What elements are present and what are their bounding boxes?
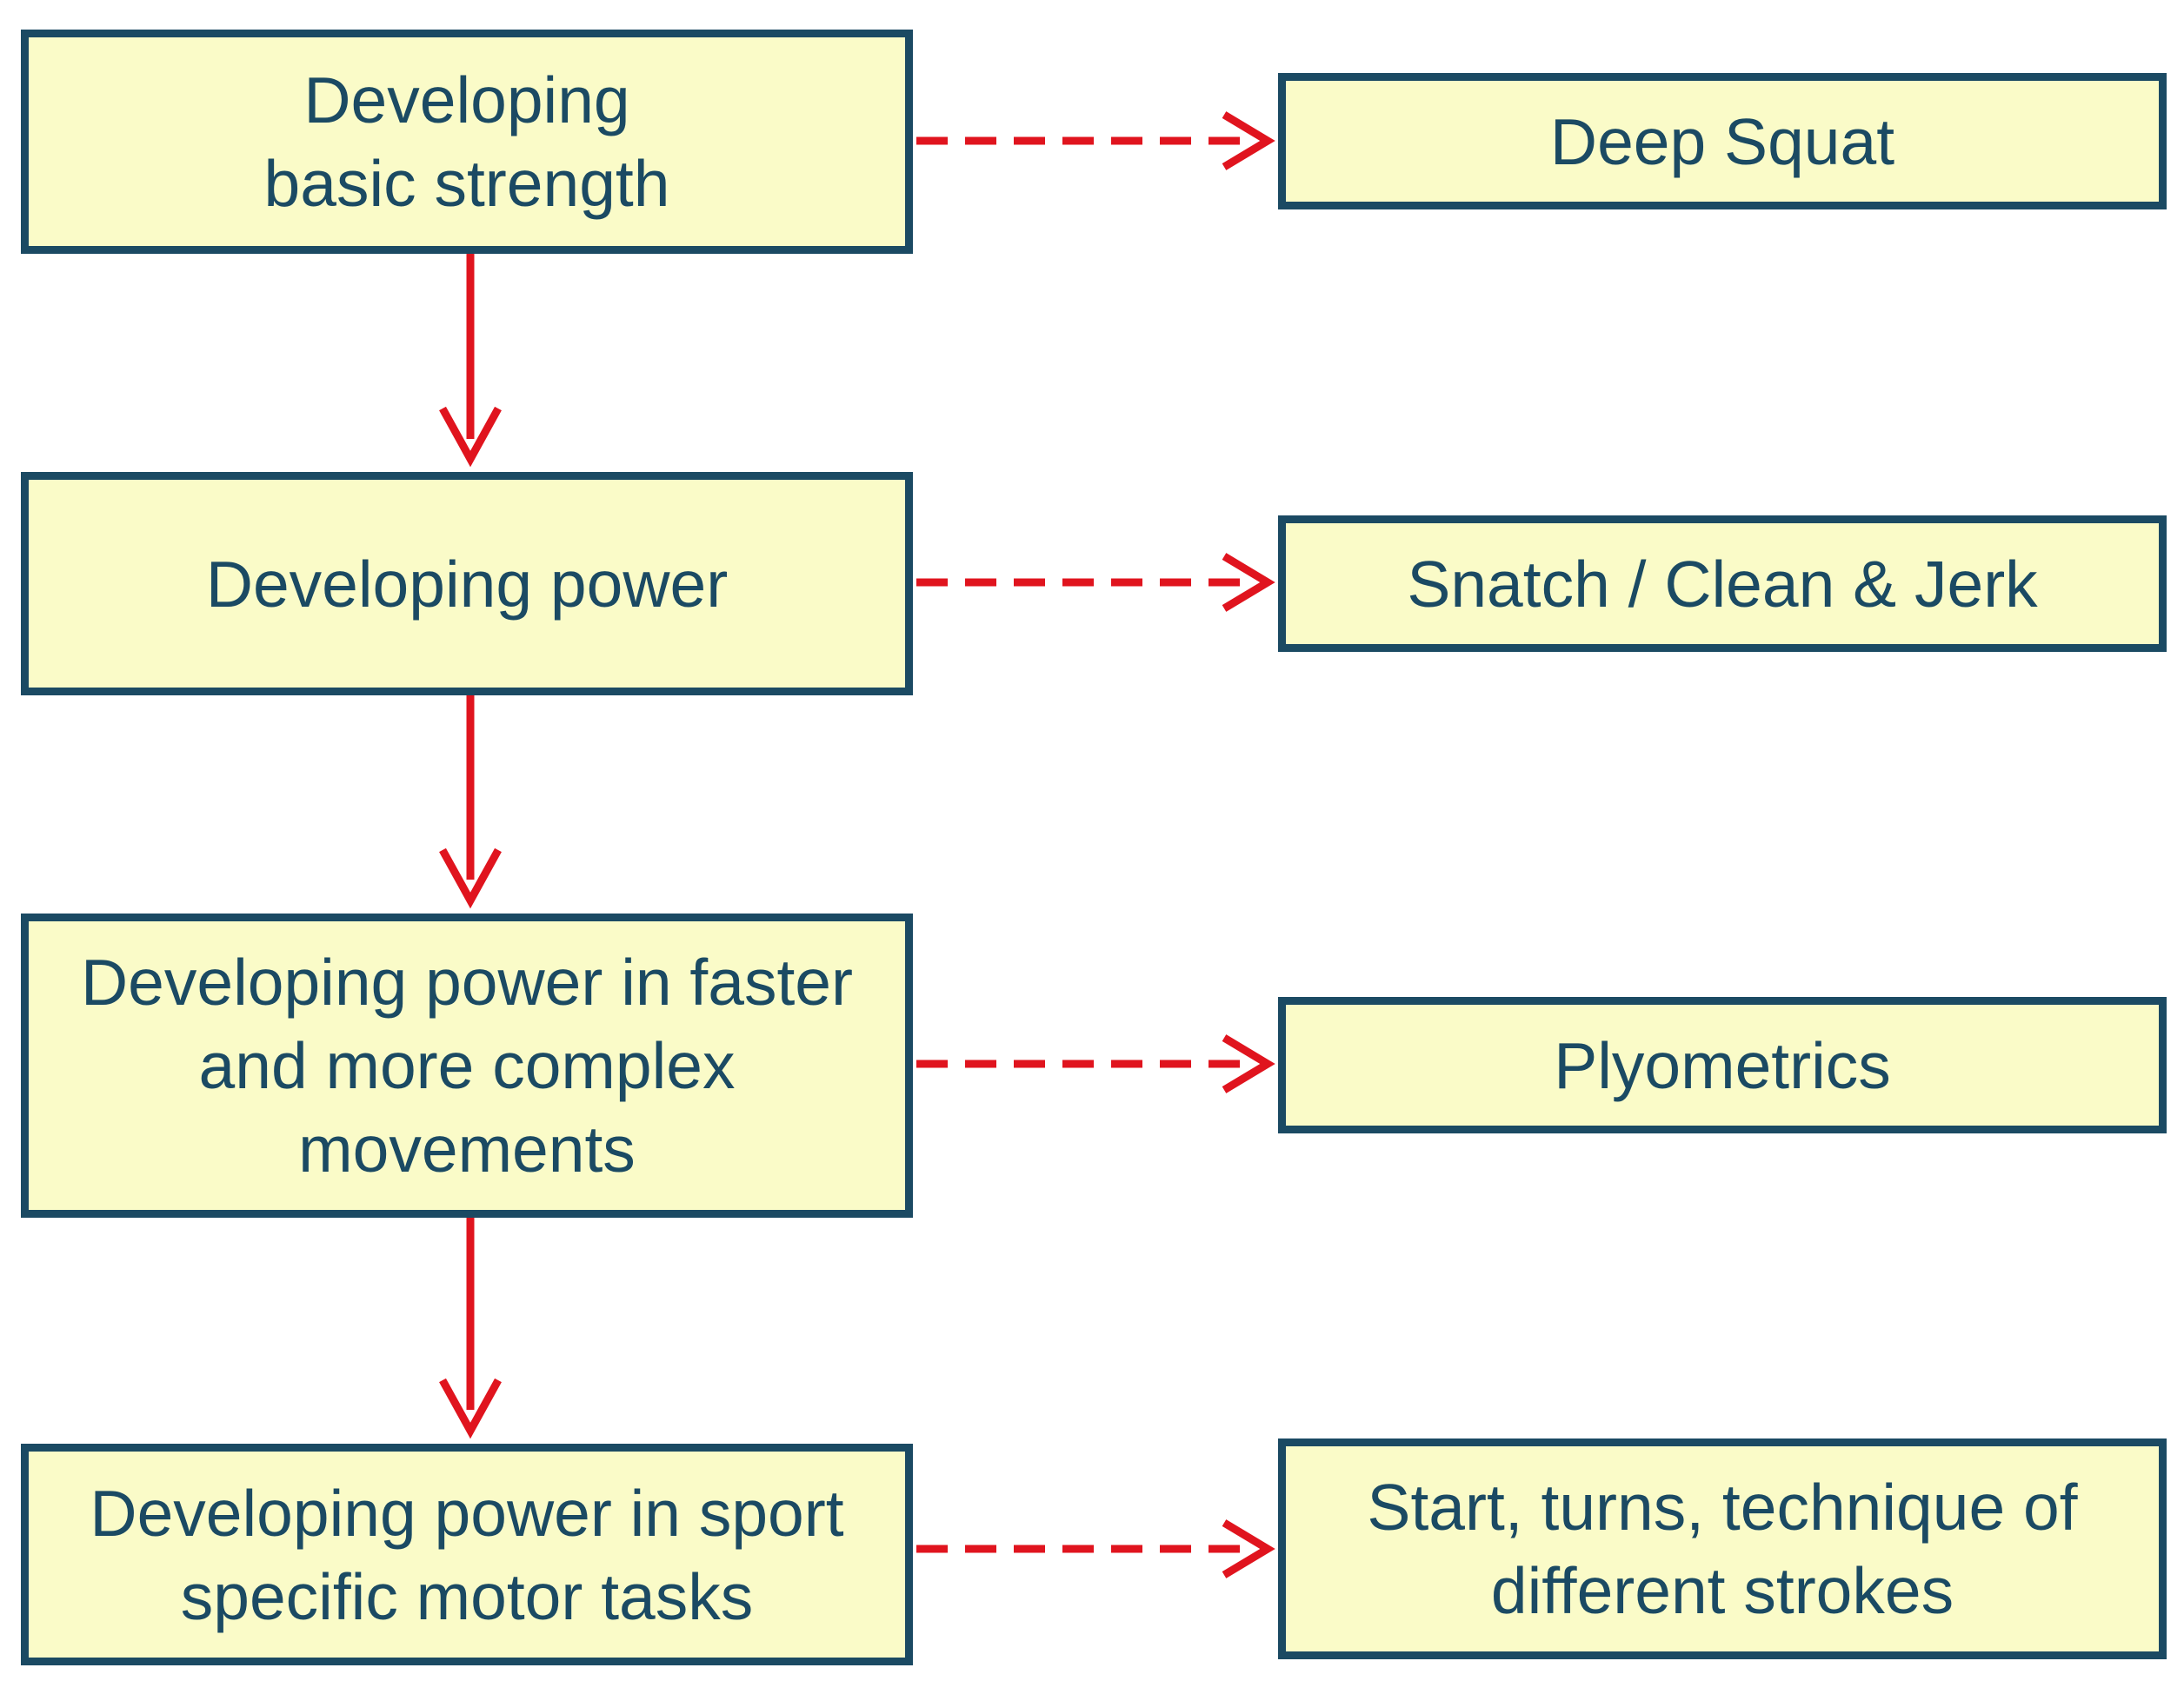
vertical-arrow-2 [439,695,502,909]
stage-box-sport-specific: Developing power in sport specific motor… [21,1444,913,1665]
stage-box-basic-strength: Developing basic strength [21,30,913,254]
stage-box-complex-movements: Developing power in faster and more comp… [21,914,913,1218]
stage-box-power: Developing power [21,472,913,695]
vertical-arrow-3 [439,1218,502,1439]
exercise-label: Start, turns, technique of different str… [1367,1471,2078,1627]
stage-label: Developing power in sport specific motor… [90,1476,844,1633]
stage-label: Developing power [205,547,729,621]
exercise-label: Snatch / Clean & Jerk [1407,547,2038,621]
exercise-box-snatch-clean-jerk: Snatch / Clean & Jerk [1278,515,2167,652]
stage-label: Developing power in faster and more comp… [81,946,853,1186]
vertical-arrow-1 [439,254,502,468]
dashed-arrow-3 [916,1034,1275,1093]
exercise-box-deep-squat: Deep Squat [1278,73,2167,209]
stage-label: Developing basic strength [263,63,670,220]
exercise-label: Plyometrics [1554,1028,1891,1102]
exercise-label: Deep Squat [1549,104,1895,178]
dashed-arrow-1 [916,111,1275,170]
dashed-arrow-4 [916,1519,1275,1578]
exercise-box-start-turns-strokes: Start, turns, technique of different str… [1278,1438,2167,1659]
dashed-arrow-2 [916,553,1275,612]
exercise-box-plyometrics: Plyometrics [1278,997,2167,1133]
